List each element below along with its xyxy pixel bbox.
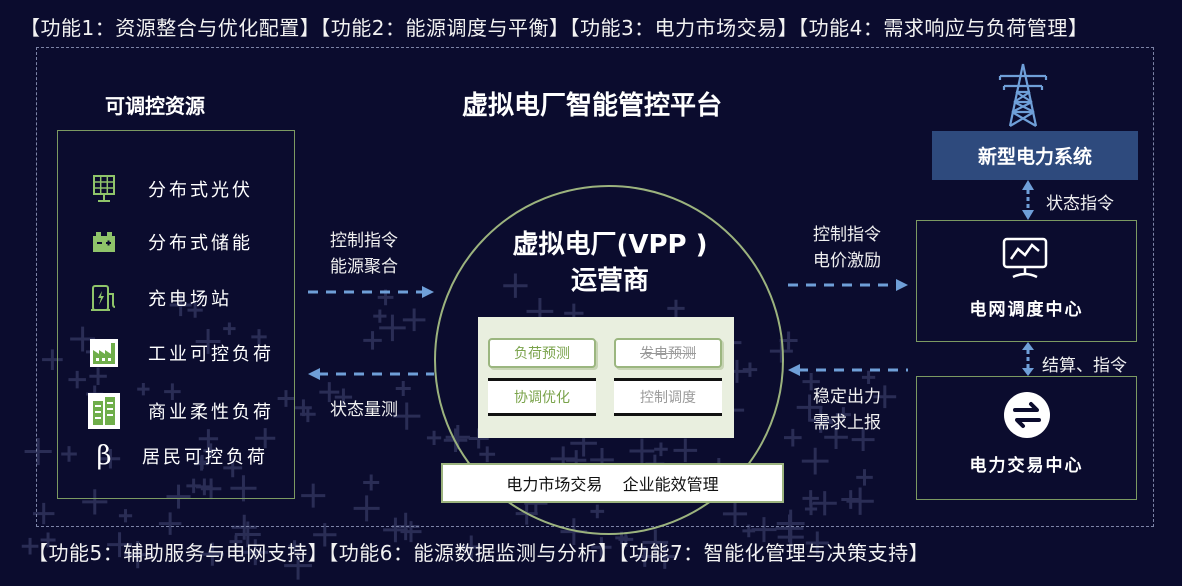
- transmission-tower-icon: [998, 63, 1048, 127]
- solar-panel-icon: [88, 173, 120, 205]
- left-arrow-label-top: 控制指令 能源聚合: [330, 228, 398, 280]
- exchange-icon: [1004, 392, 1050, 438]
- label-demand-report: 需求上报: [813, 413, 881, 433]
- label-state-command: 状态指令: [1046, 194, 1114, 214]
- label-state-measure: 状态量测: [330, 400, 398, 420]
- resource-label: 工业可控负荷: [148, 344, 274, 365]
- resource-label: 充电场站: [148, 289, 232, 310]
- header-functions: 【功能1：资源整合与优化配置】【功能2：能源调度与平衡】【功能3：电力市场交易】…: [20, 16, 1089, 40]
- dispatch-center-label: 电网调度中心: [969, 300, 1084, 320]
- trading-center-box: 电力交易中心: [916, 376, 1137, 500]
- label-settlement-command: 结算、指令: [1042, 356, 1127, 376]
- resource-label: 居民可控负荷: [142, 447, 268, 468]
- arrow-to-vpp: [308, 286, 434, 298]
- vpp-function-panel: [478, 317, 734, 438]
- trading-center-label: 电力交易中心: [969, 456, 1084, 476]
- chip-label: 负荷预测: [514, 346, 570, 362]
- right-arrow-label-bottom: 稳定出力 需求上报: [813, 384, 881, 436]
- chip-dispatch-control: 控制调度: [614, 378, 722, 416]
- arrow-dispatch-trading-vertical: [1022, 342, 1034, 376]
- resource-item-residential: β 居民可控负荷: [88, 439, 268, 473]
- resource-item-storage: 分布式储能: [88, 225, 253, 259]
- new-power-system-box: 新型电力系统: [932, 131, 1138, 180]
- charging-station-icon: [88, 282, 120, 314]
- label-control-command-right: 控制指令: [813, 225, 881, 245]
- resources-panel: [57, 130, 295, 499]
- resource-item-charging: 充电场站: [88, 281, 232, 315]
- chip-label: 协调优化: [514, 390, 570, 406]
- vpp-title: 虚拟电厂(VPP ) 运营商: [470, 227, 750, 299]
- beta-icon: β: [96, 441, 112, 471]
- resource-item-industrial: 工业可控负荷: [88, 336, 274, 370]
- factory-icon: [88, 337, 120, 369]
- chip-generation-forecast: 发电预测: [614, 338, 722, 368]
- platform-title: 虚拟电厂智能管控平台: [462, 91, 723, 121]
- resource-label: 分布式储能: [148, 233, 253, 254]
- arrow-grid-dispatch-vertical: [1022, 180, 1034, 220]
- vpp-title-line2: 运营商: [570, 266, 649, 296]
- resource-item-commercial: 商业柔性负荷: [88, 393, 274, 429]
- vpp-circle: [434, 185, 784, 535]
- arrow-to-resources: [308, 368, 434, 380]
- label-price-incentive: 电价激励: [813, 251, 881, 271]
- battery-icon: [88, 226, 120, 258]
- market-efficiency-box: 电力市场交易 企业能效管理: [441, 463, 784, 503]
- footer-functions: 【功能5：辅助服务与电网支持】【功能6：能源数据监测与分析】【功能7：智能化管理…: [28, 541, 930, 565]
- monitor-chart-icon: [1002, 237, 1048, 279]
- label-stable-output: 稳定出力: [813, 387, 881, 407]
- chip-label: 控制调度: [640, 390, 696, 406]
- building-icon: [88, 393, 120, 429]
- right-arrow-label-top: 控制指令 电价激励: [813, 222, 881, 274]
- arrow-to-vpp-from-grid: [788, 364, 908, 376]
- chip-coordination: 协调优化: [488, 378, 596, 416]
- arrow-to-dispatch-center: [788, 279, 908, 291]
- chip-load-forecast: 负荷预测: [488, 338, 596, 368]
- label-control-command: 控制指令: [330, 231, 398, 251]
- resource-item-pv: 分布式光伏: [88, 172, 253, 206]
- resources-title: 可调控资源: [105, 94, 205, 118]
- vpp-title-line1: 虚拟电厂(VPP ): [512, 230, 708, 260]
- grid-dispatch-center-box: 电网调度中心: [916, 220, 1137, 342]
- chip-label: 发电预测: [640, 346, 696, 362]
- resource-label: 分布式光伏: [148, 180, 253, 201]
- label-energy-aggregation: 能源聚合: [330, 257, 398, 277]
- resource-label: 商业柔性负荷: [148, 402, 274, 423]
